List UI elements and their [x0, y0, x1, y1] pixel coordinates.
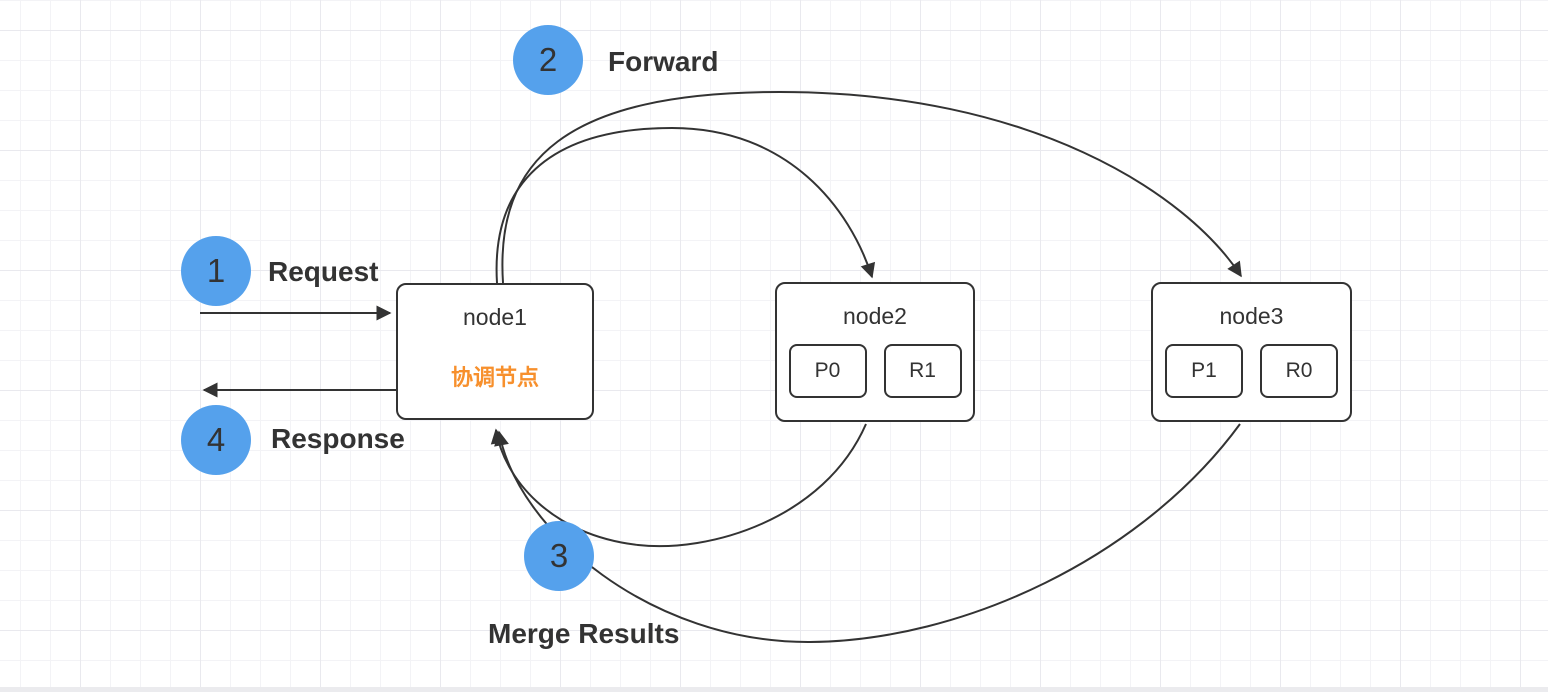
shard-p0[interactable]: P0 — [788, 344, 867, 399]
step-4-badge[interactable]: 4 — [181, 405, 251, 475]
shard-r1[interactable]: R1 — [883, 344, 962, 399]
step-2-label: Forward — [608, 46, 719, 77]
merge-arrow-node2[interactable] — [490, 423, 867, 548]
shard-r0[interactable]: R0 — [1260, 344, 1338, 399]
step-3-label: Merge Results — [488, 618, 680, 649]
node-node1[interactable]: node1 协调节点 — [396, 283, 594, 420]
step-3-badge[interactable]: 3 — [524, 521, 594, 591]
step-1-badge[interactable]: 1 — [181, 236, 251, 306]
node-node3[interactable]: node3 P1 R0 — [1151, 282, 1352, 422]
node1-title: node1 — [463, 304, 527, 330]
canvas-bottom-edge — [0, 687, 1548, 692]
forward-arrow-node2[interactable] — [495, 126, 876, 284]
node2-shard-row: P0 R1 — [788, 344, 962, 399]
forward-arrow-node3[interactable] — [501, 90, 1242, 284]
step-2-badge[interactable]: 2 — [513, 25, 583, 95]
node-node2[interactable]: node2 P0 R1 — [775, 282, 975, 422]
step-1-label: Request — [268, 256, 379, 287]
node3-title: node3 — [1219, 303, 1284, 329]
node1-subtitle: 协调节点 — [450, 365, 539, 391]
merge-arrow-node3[interactable] — [494, 423, 1241, 644]
node3-shard-row: P1 R0 — [1165, 344, 1338, 399]
step-4-label: Response — [271, 423, 405, 454]
node2-title: node2 — [843, 303, 907, 329]
shard-p1[interactable]: P1 — [1165, 344, 1243, 399]
